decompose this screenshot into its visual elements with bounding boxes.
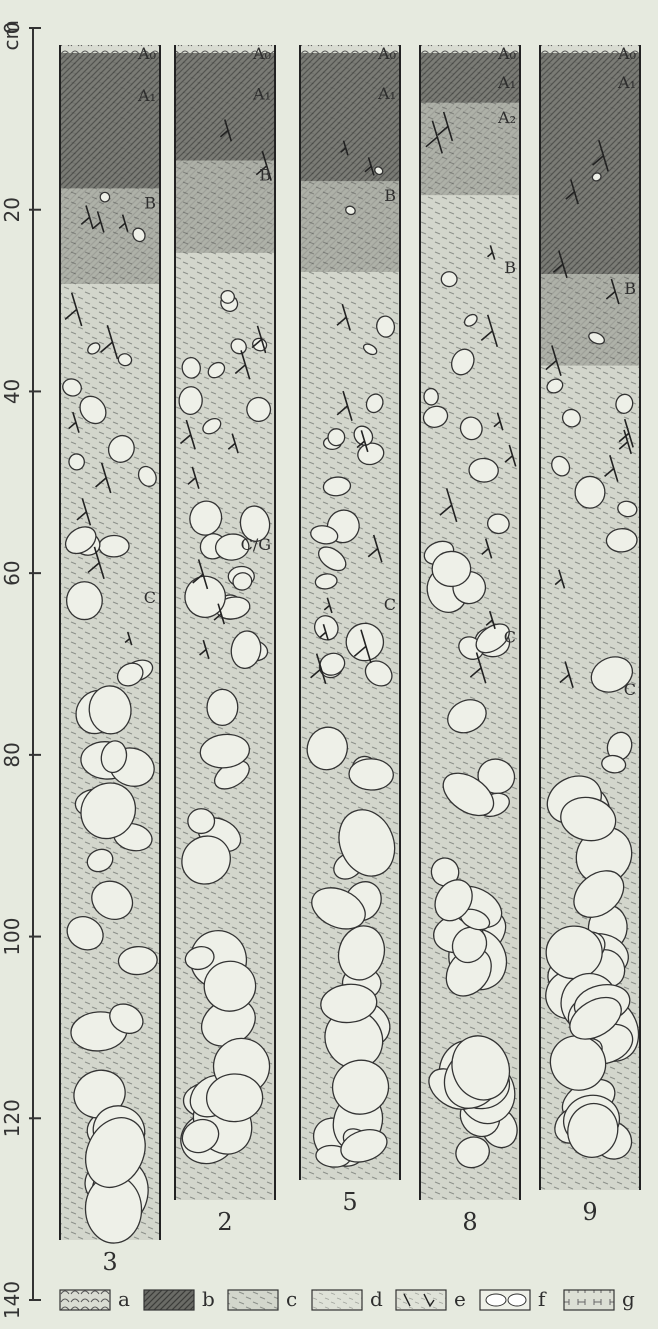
humus-layer	[300, 45, 400, 181]
profile-number: 2	[217, 1208, 232, 1236]
profile-number: 9	[582, 1198, 597, 1226]
profile-number: 5	[342, 1188, 357, 1216]
scale-tick-label: 40	[0, 379, 24, 404]
profile-5: A₀ A₁ B C 5	[300, 44, 404, 1216]
horizon-label: B	[384, 186, 396, 205]
stone	[221, 290, 235, 303]
stone	[67, 582, 103, 620]
profile-8: A₀ A₁ A₂ B C 8	[420, 44, 524, 1236]
legend-swatch	[60, 1290, 110, 1310]
legend-item-g: g	[564, 1287, 635, 1311]
stone	[207, 689, 238, 726]
scale-tick-label: 20	[0, 197, 24, 222]
horizon-label: C	[624, 680, 636, 699]
profile-body	[420, 45, 520, 1200]
horizon-label: C	[144, 588, 156, 607]
legend-swatch	[228, 1290, 278, 1310]
legend-swatch	[396, 1290, 446, 1310]
stone	[432, 551, 472, 587]
profile-number: 3	[102, 1248, 117, 1276]
legend-key: g	[622, 1287, 635, 1311]
legend-item-f: f	[480, 1287, 547, 1311]
scale-tick-label: 80	[0, 742, 24, 767]
horizon-label: A₀	[377, 44, 396, 63]
stone	[424, 388, 439, 405]
horizon-label: C	[504, 628, 516, 647]
legend-item-d: d	[312, 1287, 383, 1311]
horizon-label: A₀	[497, 44, 516, 63]
horizon-label: C/G	[241, 535, 271, 554]
stone	[575, 476, 605, 508]
legend-item-e: e	[396, 1287, 466, 1311]
horizon-label: B	[504, 258, 516, 277]
legend-item-b: b	[144, 1287, 215, 1311]
legend-stone	[486, 1294, 506, 1306]
scale-tick-label: 0	[0, 22, 24, 35]
legend-swatch	[564, 1290, 614, 1310]
horizon-label: A₁	[252, 85, 271, 104]
horizon-label: B	[624, 279, 636, 298]
horizon-label: A₀	[137, 44, 156, 63]
legend-key: c	[286, 1287, 297, 1311]
stone	[99, 535, 129, 557]
scale-tick-label: 60	[0, 560, 24, 585]
scale-tick-label: 100	[0, 917, 24, 955]
legend-key: e	[454, 1287, 466, 1311]
stone	[188, 809, 215, 834]
horizon-label: B	[144, 193, 156, 212]
legend-key: d	[370, 1287, 383, 1311]
legend-key: b	[202, 1287, 215, 1311]
legend-item-a: a	[60, 1287, 130, 1311]
horizon-label: A₀	[617, 44, 636, 63]
scale-tick-label: 140	[0, 1281, 24, 1319]
stone	[328, 429, 345, 446]
horizon-label: A₂	[497, 108, 516, 127]
profile-3: A₀ A₁ B C 3	[60, 44, 160, 1276]
legend-key: f	[538, 1287, 547, 1311]
legend-swatch	[144, 1290, 194, 1310]
profile-2: A₀ A₁ B C/G 2	[172, 44, 281, 1236]
horizon-label: C	[384, 595, 396, 614]
legend-swatch	[312, 1290, 362, 1310]
humus-layer	[60, 45, 160, 188]
profile-9: A₀ A₁ B C 9	[537, 44, 651, 1226]
horizon-label: A₁	[137, 86, 156, 105]
scale-tick-label: 120	[0, 1099, 24, 1137]
stone	[441, 271, 457, 287]
profile-number: 8	[462, 1208, 477, 1236]
profiles: A₀ A₁ B C 3 A₀ A₁ B C/G 2 A₀ A₁ B C 5 A₀ A₁ A₂ B C 8 A₀ A₁ B C 9	[60, 44, 651, 1276]
legend-stone	[508, 1294, 526, 1306]
horizon-label: B	[259, 166, 271, 185]
legend-key: a	[118, 1287, 130, 1311]
horizon-label: A₁	[377, 84, 396, 103]
horizon-label: A₁	[497, 73, 516, 92]
legend: a b c d e f g	[60, 1287, 635, 1311]
horizon-label: A₀	[252, 44, 271, 63]
legend-item-c: c	[228, 1287, 297, 1311]
horizon-label: A₁	[617, 73, 636, 92]
stone	[178, 386, 203, 415]
